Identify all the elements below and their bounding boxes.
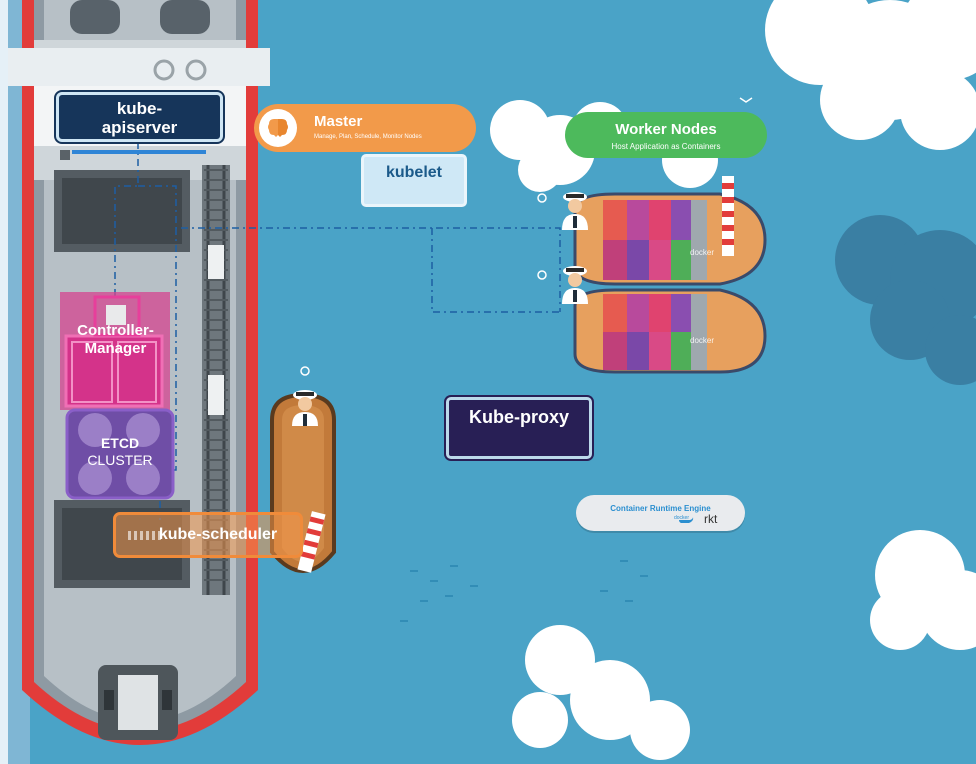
master-title: Master xyxy=(314,113,363,130)
captain-icon xyxy=(562,266,588,304)
scheduler-stripes xyxy=(128,531,164,540)
kube-scheduler-text: kube-scheduler xyxy=(158,526,278,543)
runtime-docker-label: docker xyxy=(674,515,690,521)
master-subtitle: Manage, Plan, Schedule, Monitor Nodes xyxy=(314,134,422,140)
bubble xyxy=(537,193,547,203)
worker-ship-2 xyxy=(573,288,767,374)
cloud-bottom-center xyxy=(512,625,690,760)
captain-icon xyxy=(292,390,318,426)
worker-nodes-subtitle: Host Application as Containers xyxy=(611,142,721,151)
kube-proxy-label[interactable]: Kube-proxy xyxy=(446,397,592,459)
worker-1-docker-label: docker xyxy=(690,248,715,257)
etcd-subtitle: CLUSTER xyxy=(87,452,153,468)
kubelet-label[interactable]: kubelet xyxy=(361,154,467,207)
worker-nodes-title: Worker Nodes xyxy=(615,121,717,138)
worker-2-docker-label: docker xyxy=(690,336,715,345)
kube-scheduler-label[interactable]: kube-scheduler xyxy=(113,512,303,558)
captain-icon xyxy=(562,192,588,230)
etcd-title: ETCD xyxy=(100,435,140,451)
rkt-logo-icon: rkt xyxy=(704,512,718,526)
worker-nodes-pill[interactable]: Worker Nodes Host Application as Contain… xyxy=(565,112,767,158)
brain-icon xyxy=(259,109,297,147)
master-pill[interactable]: Master Manage, Plan, Schedule, Monitor N… xyxy=(254,104,476,152)
controller-manager-block xyxy=(60,292,170,410)
container-runtime-pill[interactable]: Container Runtime Engine docker rkt xyxy=(576,495,745,531)
etcd-cluster-label[interactable]: ETCD CLUSTER xyxy=(72,435,168,480)
docker-whale-icon xyxy=(678,511,694,529)
etcd-cluster-block xyxy=(65,408,175,500)
cloud-shadow-right xyxy=(835,215,976,385)
cloud-top-right xyxy=(765,0,976,150)
kube-apiserver-label[interactable]: kube-apiserver xyxy=(56,92,223,142)
bubble xyxy=(537,270,547,280)
controller-manager-label[interactable]: Controller-Manager xyxy=(77,322,154,357)
worker-ship-1 xyxy=(573,176,767,286)
cloud-bottom-right xyxy=(870,530,976,650)
runtime-title: Container Runtime Engine xyxy=(610,504,711,513)
fish-school xyxy=(400,560,648,622)
seagull xyxy=(739,97,753,103)
